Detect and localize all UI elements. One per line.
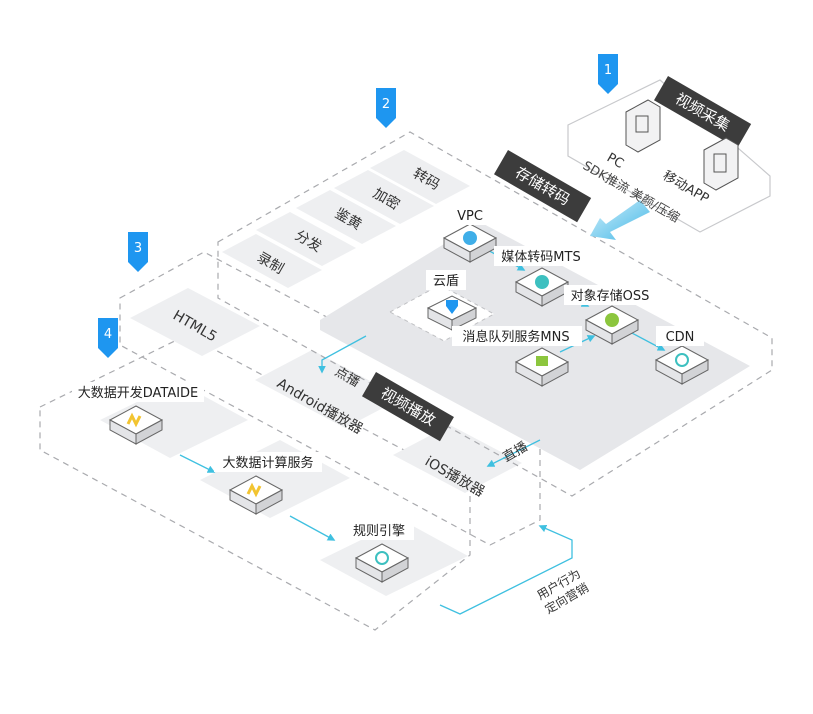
pc-label: PC [604,150,626,171]
oss-node: 对象存储OSS [564,285,656,345]
feature-strip-3 [296,190,396,244]
marker-4-label: 4 [104,327,112,342]
feature-strip-2 [334,170,434,224]
playback-section [119,251,541,546]
marker-1: 1 [598,54,618,94]
marker-1-shape [598,54,618,94]
bigdata-tile-2 [200,440,350,518]
marker-3-shape [128,232,148,272]
shield-label: 云盾 [433,274,459,289]
mobile-device: 移动APP [660,137,739,207]
feature-strip-1 [370,150,470,204]
android-tile [255,350,402,428]
arrow-vod [318,335,367,374]
feature-strip-4 [256,212,356,266]
dataide-node: 大数据开发DATAIDE [72,382,204,445]
maxcompute-icon [246,482,262,498]
pc-device: PC [604,99,661,172]
push-arrow [590,200,650,240]
cdn-icon [675,353,689,367]
html5-tile [130,288,260,356]
mts-icon [535,275,549,289]
shield-icon [446,300,458,314]
vpc-label: VPC [457,209,483,224]
arrow-compute-rules [289,515,336,541]
playback-dashed-frame [119,251,541,546]
maxcompute-label: 大数据计算服务 [222,455,313,471]
mns-icon [536,356,548,366]
capture-section [567,79,771,233]
cdn-label: CDN [666,330,695,345]
dataide-icon [126,412,142,428]
dataide-label: 大数据开发DATAIDE [78,385,199,401]
rules-engine-node: 规则引擎 [344,520,414,583]
capture-frame [567,79,771,233]
mns-node: 消息队列服务MNS [452,326,582,387]
rules-engine-label: 规则引擎 [353,524,405,539]
feature-strip-5 [222,234,322,288]
mns-label: 消息队列服务MNS [462,329,569,345]
marker-1-label: 1 [604,63,612,78]
maxcompute-node: 大数据计算服务 [214,452,322,515]
bigdata-dashed-frame [39,334,471,631]
oss-label: 对象存储OSS [571,289,650,304]
marker-2-label: 2 [382,97,390,112]
capture-banner: 视频采集 [654,76,752,149]
ios-tile [393,425,522,493]
marker-4: 4 [98,318,118,358]
mts-label: 媒体转码MTS [501,250,580,265]
marker-3: 3 [128,232,148,272]
mts-node: 媒体转码MTS [494,246,588,307]
storage-dashed-frame [217,131,773,497]
rules-engine-icon [375,551,389,565]
vpc-icon [463,231,477,245]
arrow-feedback [439,524,573,615]
vpc-node: VPC [442,205,498,263]
marker-2-shape [376,88,396,128]
arrow-live [486,439,541,467]
marker-2: 2 [376,88,396,128]
marker-4-shape [98,318,118,358]
oss-icon [605,313,619,327]
arrow-oss-cdn [629,331,666,351]
arrow-dataide-compute [179,454,216,473]
mobile-icon [713,153,727,173]
marker-3-label: 3 [134,241,142,256]
cdn-node: CDN [654,326,710,385]
pc-icon [635,115,649,133]
